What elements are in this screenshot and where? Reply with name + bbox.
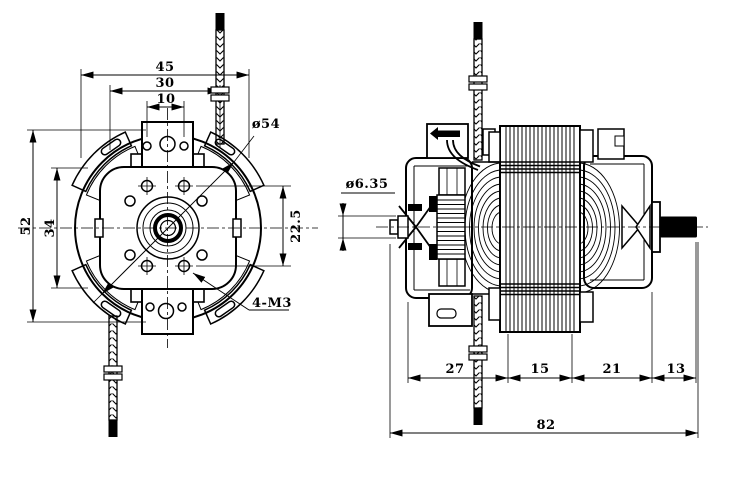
side-tie-bolt-top — [468, 22, 488, 161]
stack-bracket-top — [597, 128, 625, 160]
dim-34-label: 34 — [43, 218, 58, 237]
stator-stack — [488, 125, 625, 333]
dim-13-label: 13 — [666, 362, 685, 377]
coil-end-turns — [460, 162, 620, 294]
lead-wire — [446, 139, 481, 171]
dim-52-label: 52 — [19, 216, 34, 235]
dim-21-label: 21 — [602, 362, 621, 377]
dim-52: 52 — [19, 129, 146, 323]
mounting-foot — [428, 293, 473, 327]
dim-10-label: 10 — [156, 92, 175, 107]
tie-bolt-bottom — [103, 315, 123, 437]
callout-4-m3: 4-M3 — [192, 272, 292, 311]
m3-label: 4-M3 — [252, 296, 292, 311]
dim-chain: 27 15 21 13 — [407, 242, 697, 383]
dim-22-5-label: 22.5 — [289, 209, 304, 243]
dim-34: 34 — [43, 167, 88, 289]
dim-10: 10 — [146, 92, 185, 137]
front-view: 45 30 10 52 34 22.5 — [18, 13, 318, 437]
dim-45-label: 45 — [155, 60, 174, 75]
side-view: ø6.35 27 15 21 13 82 — [338, 22, 708, 438]
side-tie-bolt-bottom — [468, 295, 488, 425]
dia-635-label: ø6.35 — [346, 177, 389, 192]
callout-shaft-diameter: ø6.35 — [338, 177, 396, 251]
dim-82-label: 82 — [536, 418, 555, 433]
dia-54-label: ø54 — [252, 117, 280, 132]
dim-15-label: 15 — [530, 362, 549, 377]
callout-diameter-54: ø54 — [92, 117, 280, 304]
dim-27-label: 27 — [445, 362, 464, 377]
tie-bolt-top — [210, 13, 230, 145]
dim-30-label: 30 — [155, 76, 174, 91]
dim-overall-82: 82 — [389, 242, 699, 438]
